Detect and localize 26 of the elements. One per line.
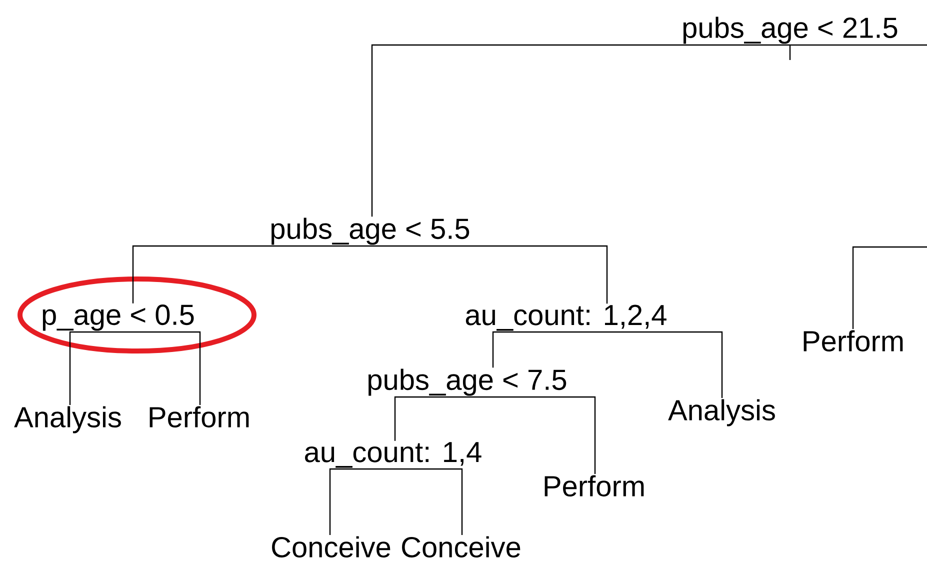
tree-branch xyxy=(790,44,927,46)
tree-branch xyxy=(492,331,607,368)
tree-branch xyxy=(395,468,463,535)
leaf-label: Perform xyxy=(804,330,903,352)
split-label: au_count: 1,4 xyxy=(305,442,482,468)
tree-branch xyxy=(371,44,790,217)
tree-branch xyxy=(69,331,133,405)
leaf-label: Conceive xyxy=(272,536,390,558)
tree-branch xyxy=(132,245,372,304)
leaf-label: Conceive xyxy=(402,536,520,558)
split-label: pubs_age < 7.5 xyxy=(368,368,566,396)
split-label: au_count: 1,2,4 xyxy=(466,304,666,331)
split-label: p_age < 0.5 xyxy=(42,304,194,331)
tree-branch xyxy=(493,396,596,474)
tree-branch xyxy=(394,396,493,441)
leaf-label: Perform xyxy=(150,406,249,428)
tree-branch xyxy=(372,245,608,304)
tree-branch xyxy=(852,246,927,329)
leaf-label: Perform xyxy=(544,475,644,496)
tree-branch xyxy=(607,331,723,398)
split-label: pubs_age < 5.5 xyxy=(272,218,470,245)
leaf-label: Analysis xyxy=(14,406,121,434)
leaf-label: Analysis xyxy=(668,399,775,426)
tree-branch xyxy=(329,468,395,535)
split-label: pubs_age < 21.5 xyxy=(683,16,898,44)
tree-branch xyxy=(133,331,201,405)
